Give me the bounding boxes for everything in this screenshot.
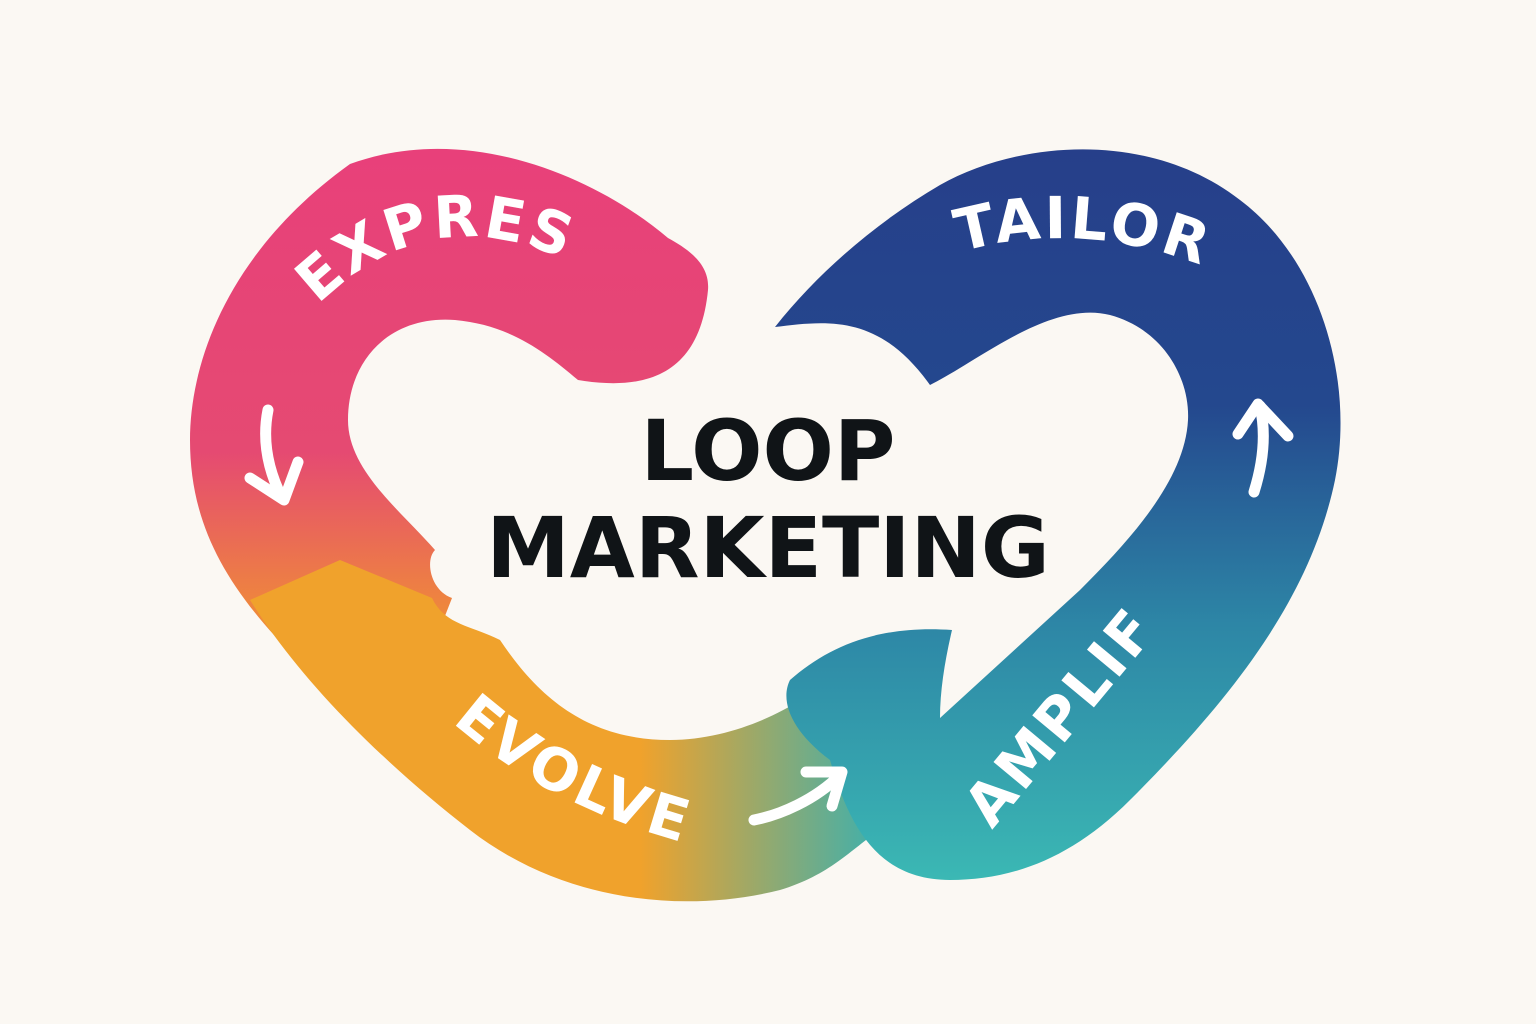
tailor-amplify-band-segment (775, 149, 1341, 880)
title-line-1: LOOP (641, 402, 896, 500)
express-band-segment (190, 148, 709, 700)
title-line-2: MARKETING (486, 499, 1050, 597)
loop-band (190, 148, 1341, 902)
arrow-down-icon (244, 404, 304, 506)
arrow-right-icon (748, 766, 848, 826)
evolve-band-segment (250, 560, 880, 902)
arrow-up-icon (1232, 398, 1294, 498)
